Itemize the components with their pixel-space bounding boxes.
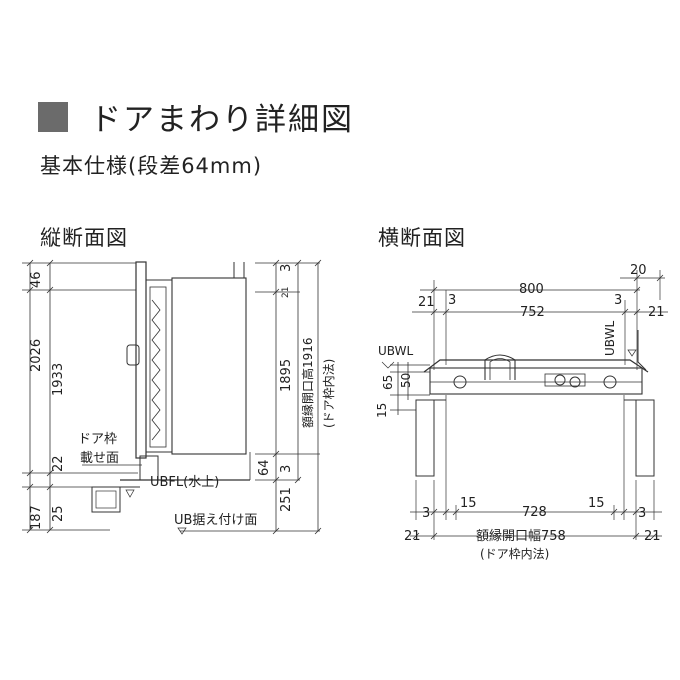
dim-20: 20 bbox=[630, 263, 647, 278]
vertical-section-title: 縦断面図 bbox=[40, 226, 128, 250]
dim-64: 64 bbox=[257, 459, 272, 476]
vertical-callout-lines bbox=[82, 464, 187, 535]
dim-15-bottom-right: 15 bbox=[588, 496, 605, 511]
dim-251: 251 bbox=[279, 487, 294, 512]
horizontal-section bbox=[381, 270, 668, 540]
page-subtitle: 基本仕様(段差64mm) bbox=[40, 154, 263, 178]
horizontal-left-dimension-lines bbox=[381, 361, 430, 415]
dim-2026: 2026 bbox=[29, 339, 44, 372]
dim-21-top-right: 21 bbox=[648, 305, 665, 320]
dim-3-bottom-right: 3 bbox=[638, 506, 646, 521]
dim-758-note: (ドア枠内法) bbox=[480, 547, 549, 561]
dim-21-top-left: 21 bbox=[418, 295, 435, 310]
dim-21-bottom-left: 21 bbox=[404, 529, 421, 544]
dim-1916: 額縁開口高1916 bbox=[300, 337, 315, 428]
vertical-door-frame bbox=[91, 261, 251, 513]
title-row: ドアまわり詳細図 bbox=[38, 94, 354, 139]
dim-46: 46 bbox=[29, 271, 44, 288]
label-door-frame: ドア枠 bbox=[78, 432, 117, 447]
dim-752: 752 bbox=[520, 305, 545, 320]
horizontal-door-frame bbox=[415, 330, 655, 520]
dim-1933: 1933 bbox=[51, 363, 66, 396]
label-door-frame-2: 載せ面 bbox=[80, 451, 119, 466]
page-title: ドアまわり詳細図 bbox=[90, 102, 354, 138]
vertical-left-dimension-lines bbox=[22, 259, 138, 534]
vertical-dimension-texts: 46 2026 1933 22 187 25 3 21 1895 額縁開口高19… bbox=[29, 264, 336, 530]
label-ubwl-right: UBWL bbox=[603, 321, 617, 356]
vertical-right-dimension-lines bbox=[180, 259, 322, 535]
dim-65: 65 bbox=[381, 375, 395, 390]
dim-21-bottom-right: 21 bbox=[644, 529, 661, 544]
horizontal-section-title: 横断面図 bbox=[378, 226, 466, 250]
dim-3-top-right: 3 bbox=[614, 293, 622, 308]
dim-3-bottom-left: 3 bbox=[422, 506, 430, 521]
dim-1916-note: (ドア枠内法) bbox=[322, 359, 336, 428]
title-marker bbox=[38, 101, 68, 132]
dim-758: 額縁開口幅758 bbox=[476, 528, 566, 544]
dim-728: 728 bbox=[522, 505, 547, 520]
dim-1895: 1895 bbox=[279, 359, 294, 392]
horizontal-dimension-texts: 800 20 21 3 752 3 21 UBWL UBWL 65 50 15 … bbox=[375, 263, 665, 561]
dim-3-top: 3 bbox=[279, 264, 294, 272]
label-ubfl: UBFL(水上) bbox=[150, 475, 219, 490]
dim-25: 25 bbox=[51, 505, 66, 522]
dim-21: 21 bbox=[281, 287, 291, 298]
dim-3-top-left: 3 bbox=[448, 293, 456, 308]
dim-15-bottom-left: 15 bbox=[460, 496, 477, 511]
horizontal-top-dimension-lines bbox=[412, 270, 668, 370]
label-ubwl-left: UBWL bbox=[378, 344, 413, 358]
vertical-section bbox=[22, 259, 322, 535]
dim-187: 187 bbox=[29, 505, 44, 530]
horizontal-bottom-dimension-lines bbox=[410, 480, 662, 540]
dim-50: 50 bbox=[399, 373, 413, 388]
label-ub-base: UB据え付け面 bbox=[174, 513, 257, 528]
dim-22: 22 bbox=[51, 455, 66, 472]
dim-15-side: 15 bbox=[375, 403, 389, 418]
dim-3-mid: 3 bbox=[279, 465, 294, 473]
dim-800: 800 bbox=[519, 282, 544, 297]
